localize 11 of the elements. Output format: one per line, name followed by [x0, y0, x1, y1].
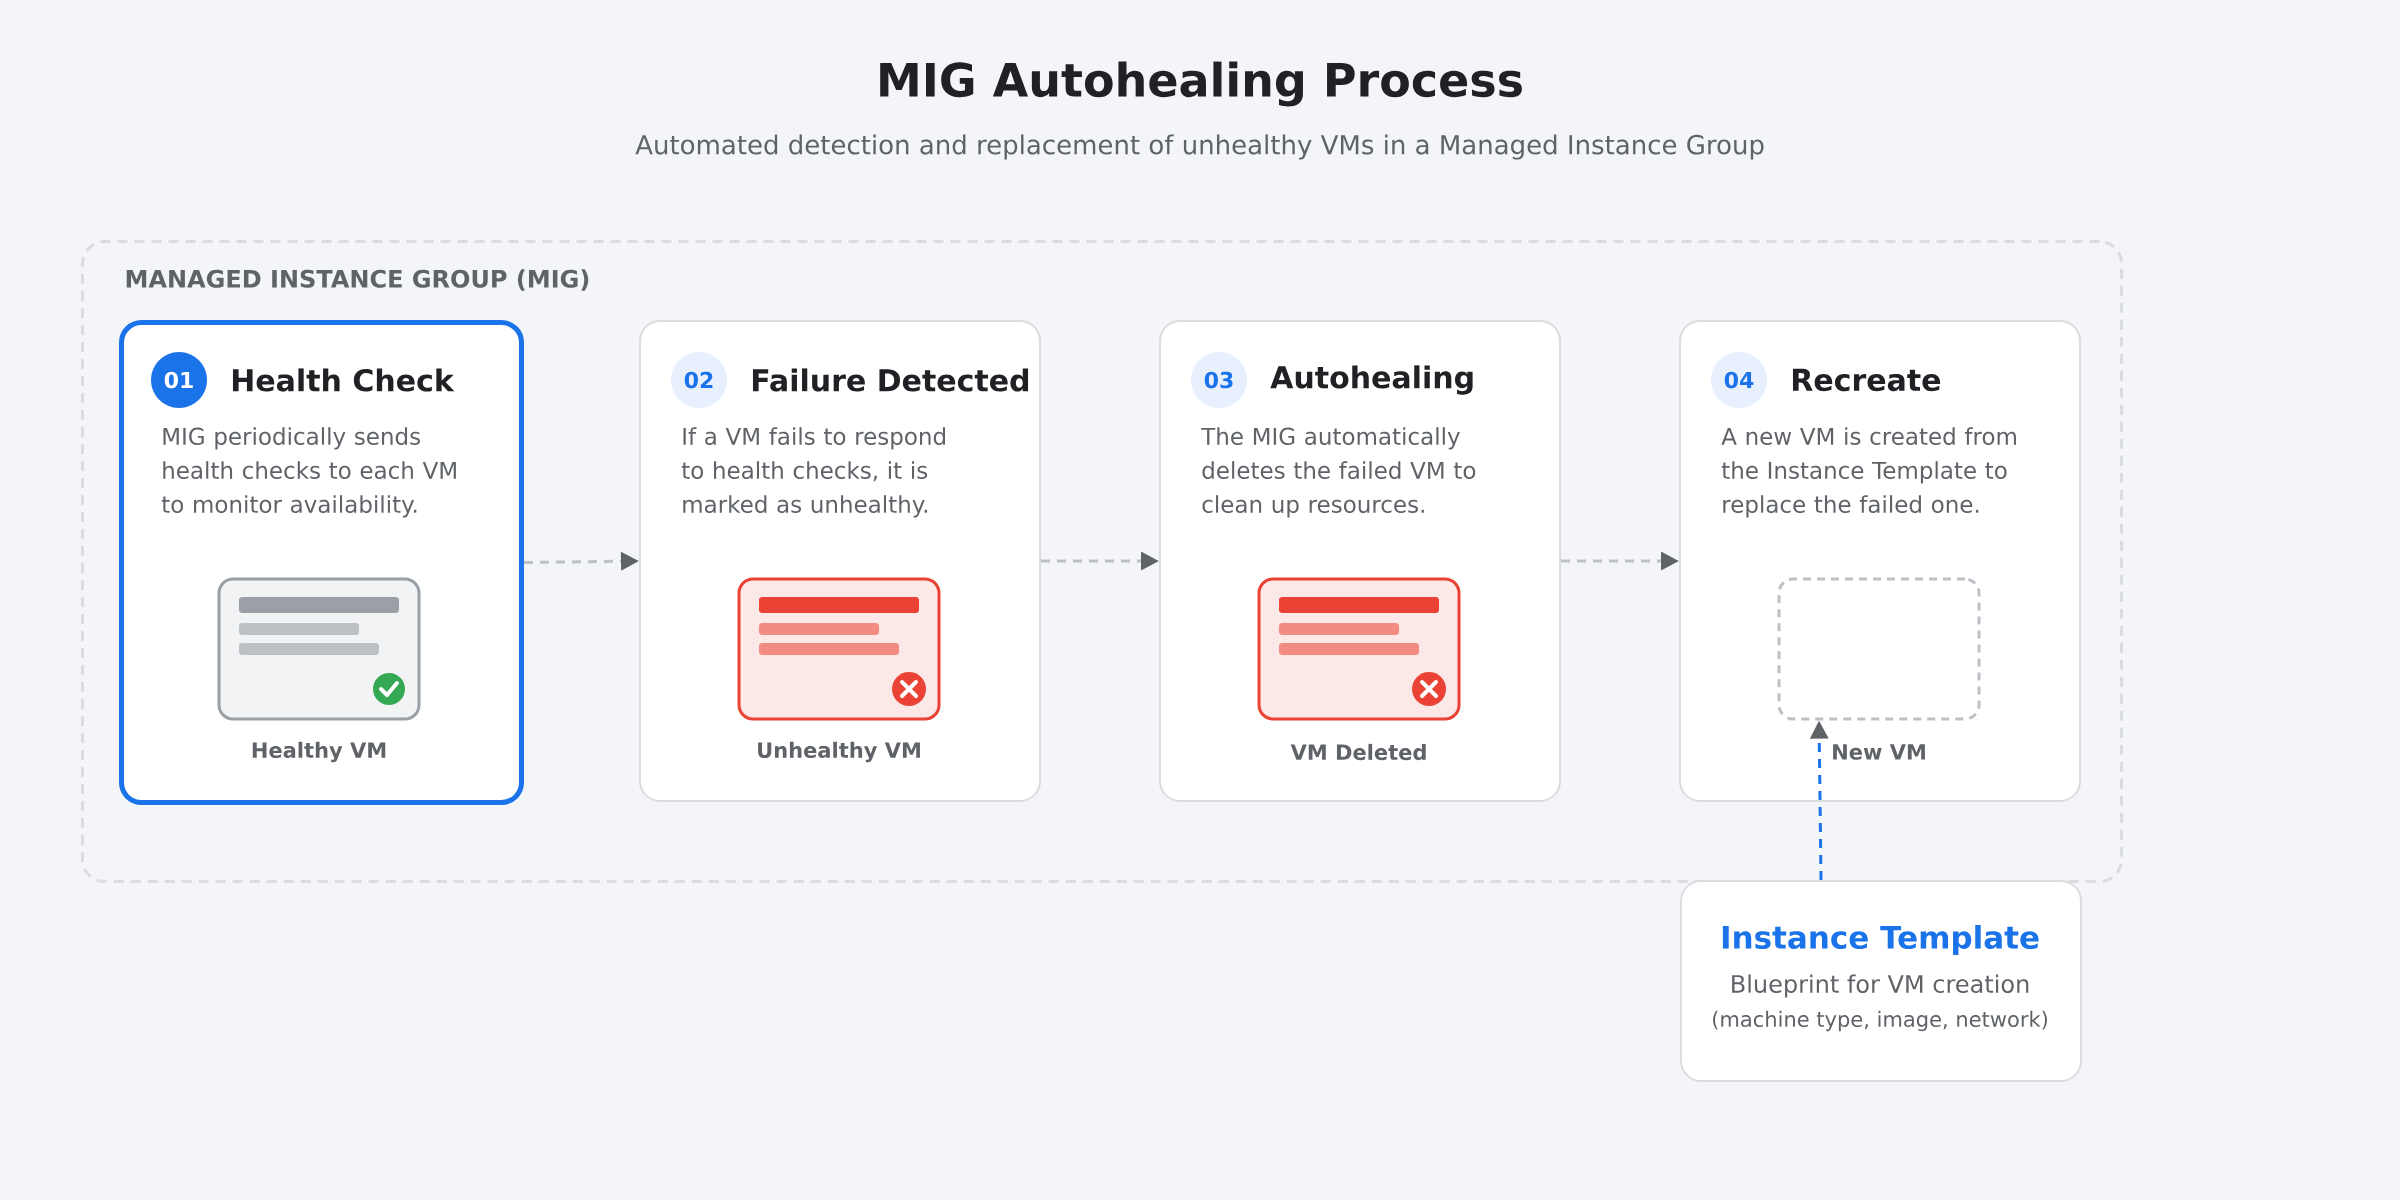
unhealthy-vm-drawing — [737, 577, 941, 721]
template-card: Instance Template Blueprint for VM creation (machine type, image, network) — [1680, 880, 2083, 1082]
vm-caption: Healthy VM — [252, 741, 386, 763]
empty-vm-slot — [1777, 577, 1981, 721]
unhealthy-vm-drawing — [1257, 577, 1461, 721]
title: MIG Autohealing Process — [880, 61, 1522, 107]
healthy-vm-drawing — [217, 577, 421, 721]
vm-caption: VM Deleted — [1290, 743, 1426, 761]
vm-caption: New VM — [1833, 744, 1925, 760]
vm-caption: Unhealthy VM — [758, 741, 920, 763]
subtitle: Automated detection and replacement of unhealthy VMs in a Managed Instance Group — [635, 134, 1764, 160]
